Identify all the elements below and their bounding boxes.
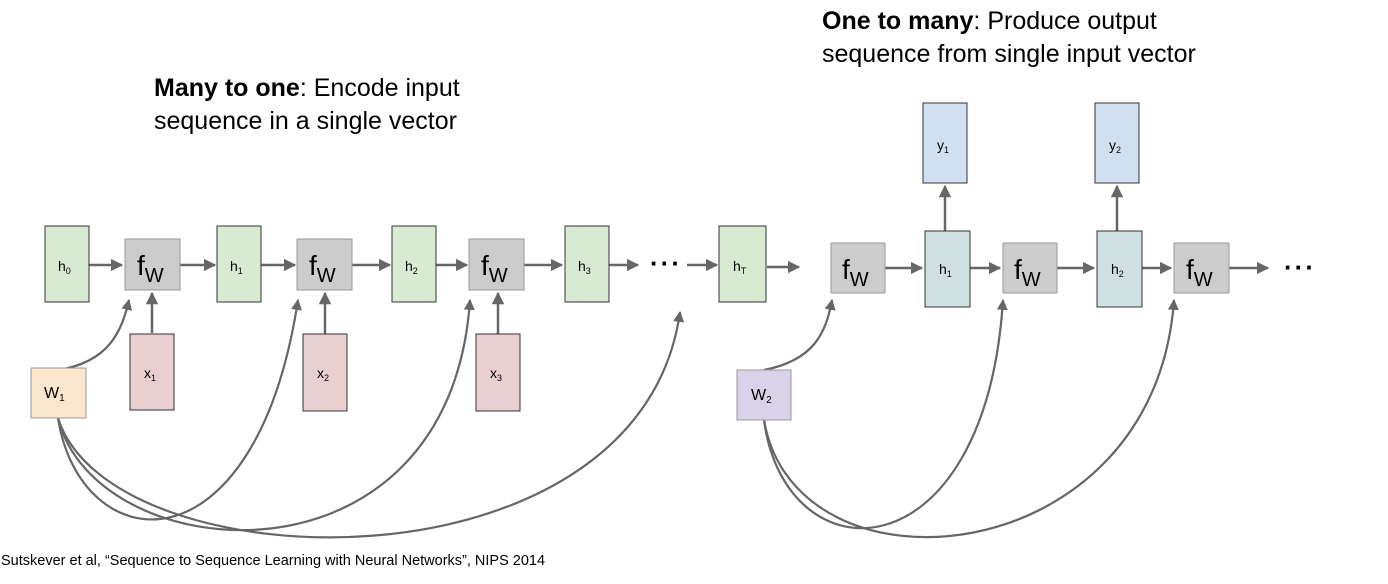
- h3-label: h3: [578, 258, 591, 276]
- right-panel-boxes: [736, 102, 1230, 421]
- weight-curves: [56, 298, 1179, 539]
- right-ellipsis: ···: [1284, 252, 1316, 282]
- w2-to-fw2-arrow: [762, 298, 1008, 530]
- x2-label: x2: [317, 365, 329, 383]
- one-to-many-title-line2: sequence from single input vector: [822, 40, 1196, 68]
- rfw3-box: [1173, 242, 1230, 294]
- h0-box: [44, 225, 90, 303]
- x3-box: [475, 333, 521, 412]
- h1-box: [216, 225, 262, 303]
- rfw2-label: fW: [1014, 254, 1041, 291]
- left-ellipsis: ···: [650, 248, 682, 278]
- ht-label: hT: [733, 258, 747, 276]
- w1-box: [30, 367, 87, 419]
- w2-label: W2: [751, 387, 772, 406]
- y2-box: [1094, 102, 1140, 184]
- h2-label: h2: [405, 258, 418, 276]
- ht-box: [718, 225, 767, 303]
- y1-box: [922, 102, 968, 184]
- rh1-box: [924, 230, 971, 308]
- fw1-box: [124, 238, 181, 291]
- w2-to-fw3-arrow: [762, 298, 1179, 539]
- w2-to-fw1-arrow: [763, 298, 836, 372]
- fw2-label: fW: [309, 250, 336, 287]
- chain-arrows: [89, 184, 1270, 334]
- x1-label: x1: [144, 365, 156, 383]
- rh2-box: [1096, 230, 1143, 308]
- rh2-label: h2: [1111, 261, 1124, 279]
- x2-box: [302, 333, 348, 412]
- left-panel-boxes: [30, 225, 767, 419]
- h3-box: [564, 225, 610, 303]
- h0-label: h0: [58, 258, 71, 276]
- rfw1-label: fW: [842, 254, 869, 291]
- one-to-many-title-rest: : Produce output: [973, 7, 1157, 35]
- x1-box: [129, 333, 175, 411]
- citation: Sutskever et al, “Sequence to Sequence L…: [1, 553, 546, 569]
- rfw2-box: [1002, 242, 1058, 294]
- h1-label: h1: [230, 258, 243, 276]
- w2-box: [736, 369, 792, 421]
- fw2-box: [296, 238, 353, 291]
- w1-to-fw1-arrow: [57, 298, 133, 372]
- fw1-label: fW: [137, 250, 164, 287]
- w1-label: W1: [44, 385, 65, 404]
- one-to-many-title-bold: One to many: [822, 7, 974, 35]
- fw3-label: fW: [481, 250, 508, 287]
- many-to-one-title-bold: Many to one: [154, 74, 300, 102]
- x3-label: x3: [490, 365, 502, 383]
- one-to-many-title: One to many: Produce output sequence fro…: [822, 5, 1196, 71]
- w1-to-ht-arrow: [56, 310, 685, 539]
- fw3-box: [468, 238, 525, 291]
- many-to-one-title: Many to one: Encode input sequence in a …: [154, 72, 460, 138]
- h2-box: [391, 225, 437, 303]
- right-panel-labels: y1 y2 h1 h2 fW fW fW W2 ···: [751, 137, 1316, 406]
- y1-label: y1: [937, 137, 949, 155]
- many-to-one-title-line2: sequence in a single vector: [154, 107, 457, 135]
- w1-to-fw2-arrow: [56, 298, 302, 521]
- w1-to-fw3-arrow: [56, 298, 475, 532]
- y2-label: y2: [1109, 137, 1121, 155]
- rfw3-label: fW: [1186, 254, 1213, 291]
- left-panel-labels: h0 h1 h2 h3 hT fW fW fW x1 x2 x3 W1 ···: [44, 248, 747, 404]
- rh1-label: h1: [939, 261, 952, 279]
- rfw1-box: [830, 242, 886, 294]
- many-to-one-title-rest: : Encode input: [299, 74, 460, 102]
